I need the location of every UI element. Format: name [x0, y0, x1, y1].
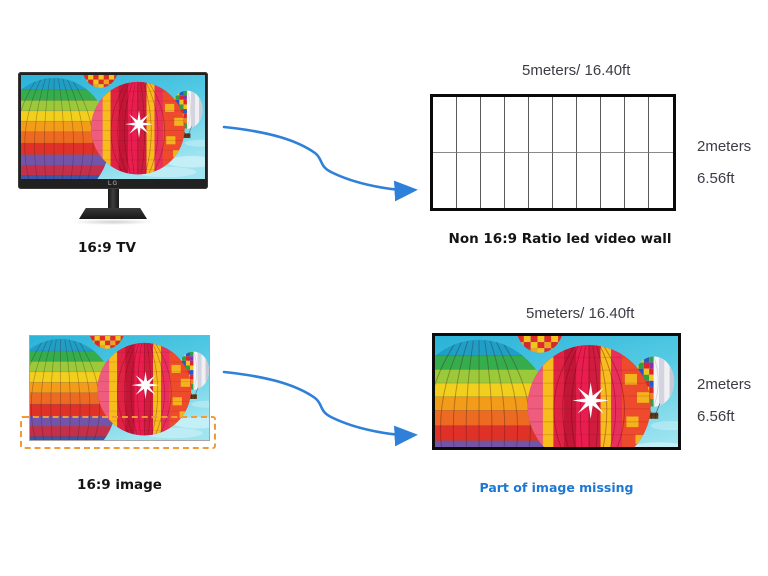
- wall-height-label-feet: 6.56ft: [697, 170, 735, 187]
- arrow-tv-to-wall: [222, 125, 418, 202]
- wall-panel-cell: [481, 97, 505, 153]
- wall-panel-cell: [577, 97, 601, 153]
- tv-stand-base: [79, 208, 147, 219]
- wall-panel-cell: [505, 97, 529, 153]
- wall-panel-cell: [481, 152, 505, 208]
- wall-panel-cell: [553, 97, 577, 153]
- source-image: [29, 335, 210, 441]
- balloon-photo: [21, 75, 205, 179]
- wall-panel-cell: [601, 97, 625, 153]
- display-height-label-meters: 2meters: [697, 376, 752, 393]
- wall-width-label: 5meters/ 16.40ft: [522, 62, 631, 79]
- missing-image-caption: Part of image missing: [479, 480, 634, 495]
- wall-panel-cell: [529, 152, 553, 208]
- arrow-image-to-wall: [222, 370, 418, 447]
- display-width-label: 5meters/ 16.40ft: [526, 305, 635, 322]
- wall-panel-cell: [457, 97, 481, 153]
- wall-panel-cell: [577, 152, 601, 208]
- wall-panel-cell: [553, 152, 577, 208]
- wall-panel-cell: [433, 152, 457, 208]
- cropped-area-highlight: [20, 416, 216, 449]
- tv-caption: 16:9 TV: [78, 240, 136, 256]
- wall-display: [432, 333, 681, 450]
- wall-panel-cell: [649, 153, 673, 209]
- balloon-photo-cropped: [435, 336, 678, 447]
- wall-panel-cell: [625, 97, 649, 153]
- display-height-label-feet: 6.56ft: [697, 408, 735, 425]
- wall-panel-cell: [601, 152, 625, 208]
- tv-screen: [21, 75, 205, 179]
- wall-panel-cell: [505, 152, 529, 208]
- tv-stand-neck: [107, 189, 119, 209]
- video-wall-grid: [430, 94, 676, 211]
- wall-height-label-meters: 2meters: [697, 138, 752, 155]
- wall-panel-cell: [457, 152, 481, 208]
- tv-monitor: LG: [18, 72, 208, 225]
- tv-shadow: [71, 219, 155, 225]
- lg-logo: LG: [107, 181, 119, 187]
- wall-panel-cell: [649, 97, 673, 153]
- wall-caption: Non 16:9 Ratio led video wall: [448, 231, 672, 247]
- tv-bezel: LG: [18, 72, 208, 189]
- wall-panel-cell: [433, 97, 457, 153]
- source-image-caption: 16:9 image: [77, 477, 162, 493]
- wall-panel-cell: [529, 97, 553, 153]
- wall-panel-cell: [625, 152, 649, 208]
